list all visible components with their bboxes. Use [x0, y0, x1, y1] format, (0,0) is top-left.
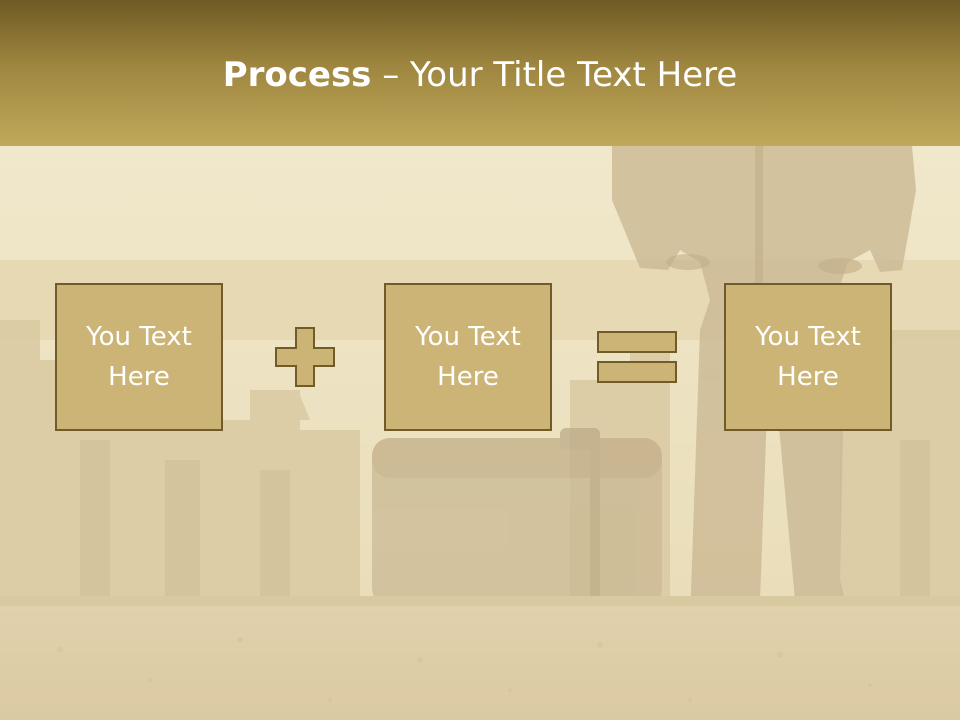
process-box-2-text: You Text Here — [415, 322, 521, 392]
process-box-3-text: You Text Here — [755, 322, 861, 392]
plus-icon — [275, 327, 335, 387]
slide-title: Process – Your Title Text Here — [0, 52, 960, 98]
process-box-1-text: You Text Here — [86, 322, 192, 392]
title-bar — [0, 0, 960, 146]
title-rest: – Your Title Text Here — [371, 55, 738, 95]
process-box-1[interactable]: You Text Here — [55, 283, 223, 431]
equals-icon — [597, 331, 677, 383]
process-box-2[interactable]: You Text Here — [384, 283, 552, 431]
process-box-3[interactable]: You Text Here — [724, 283, 892, 431]
title-bold: Process — [222, 55, 372, 95]
